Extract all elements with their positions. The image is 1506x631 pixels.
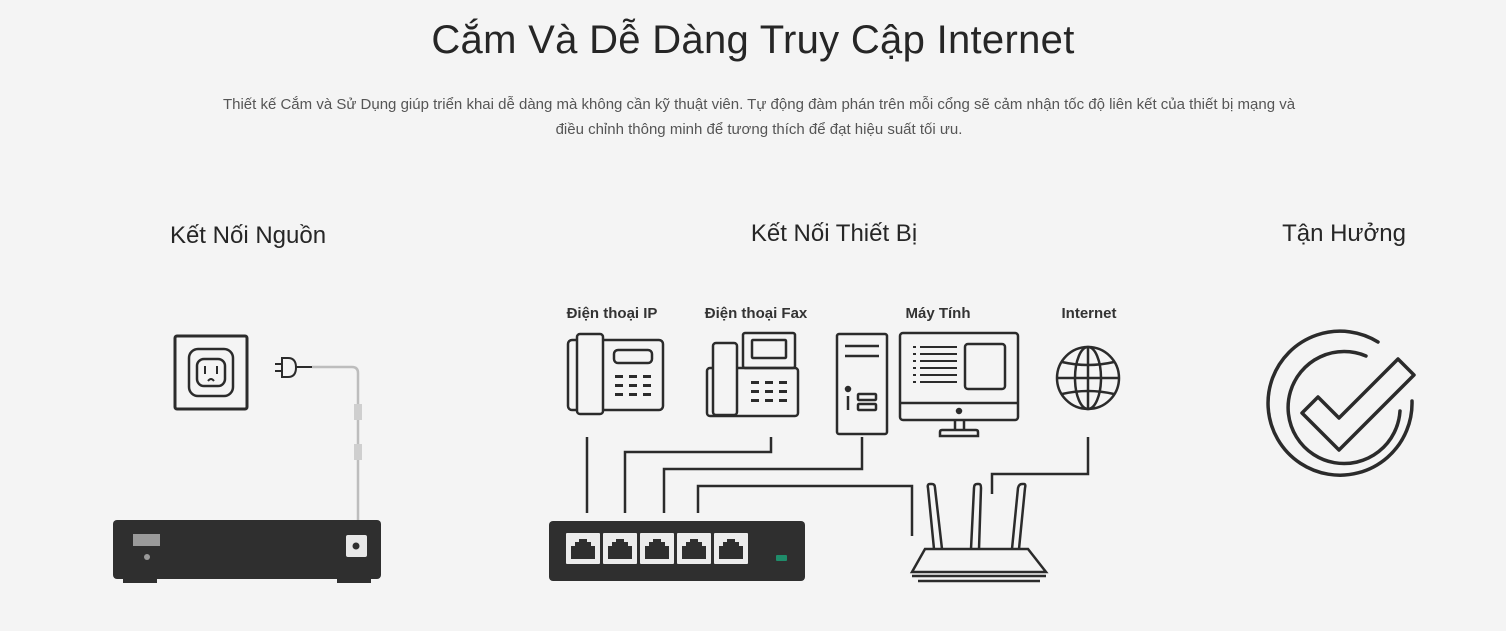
fax-phone-icon [707,333,798,416]
power-cable [312,367,362,520]
power-plug-icon [275,358,312,377]
computer-icon [837,333,1018,436]
globe-icon [1057,347,1119,409]
wifi-router-icon [912,484,1046,581]
wall-outlet-icon [175,336,247,409]
ip-phone-icon [568,334,663,414]
ethernet-switch-icon [549,521,805,581]
checkmark-circle-icon [1268,331,1414,475]
switch-back-panel-icon [113,520,381,583]
